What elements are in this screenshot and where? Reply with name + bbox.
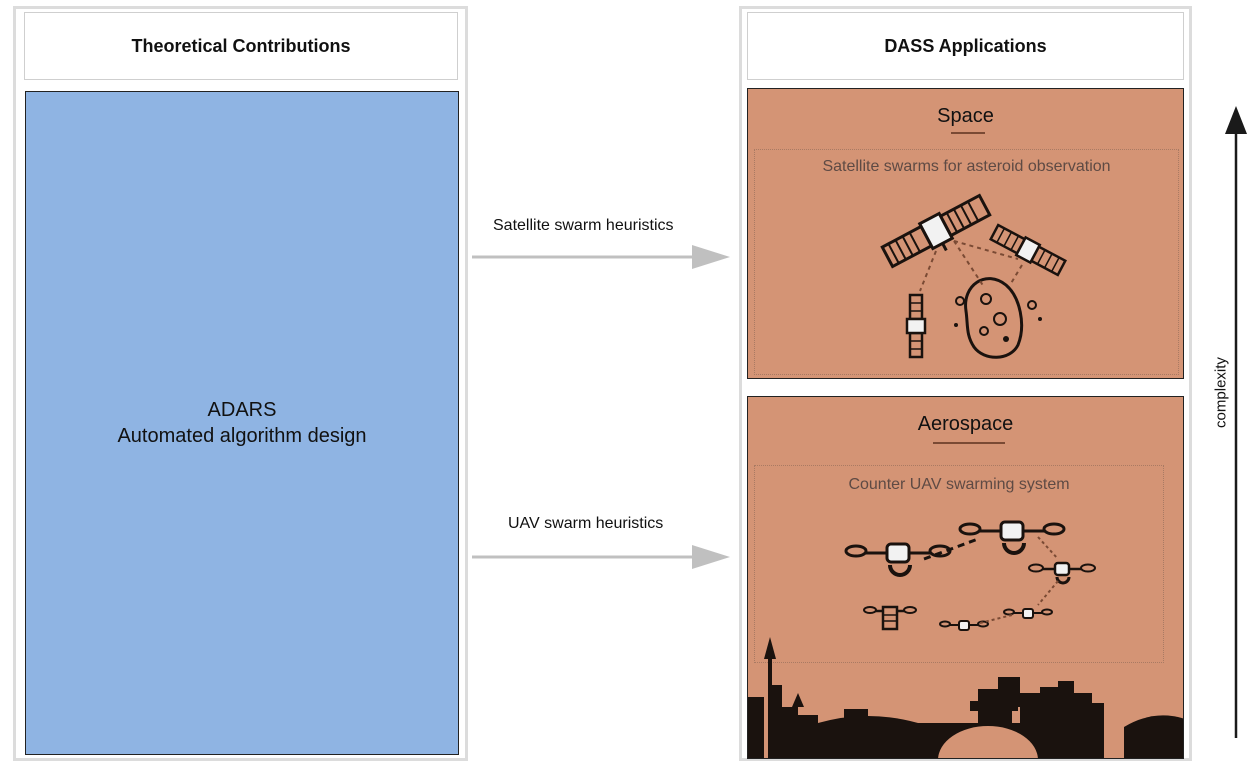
theory-header: Theoretical Contributions [24, 12, 458, 80]
satellite-large-icon [880, 193, 992, 269]
space-panel-title: Space [937, 105, 994, 127]
satellite-heuristics-arrow [472, 245, 730, 269]
left-column-frame [13, 6, 468, 761]
satellite-heuristics-label: Satellite swarm heuristics [493, 217, 674, 234]
aerospace-title-underline [933, 442, 1005, 444]
drone-small-icon-2 [1003, 608, 1053, 619]
complexity-label: complexity [1212, 357, 1230, 428]
drone-large-icon-2 [958, 520, 1066, 555]
right-column-frame [739, 6, 1192, 761]
drone-small-icon-1 [939, 620, 989, 631]
aerospace-panel: Aerospace Counter UAV swarming system [747, 396, 1184, 759]
space-panel: Space Satellite swarms for asteroid obse… [747, 88, 1184, 379]
aerospace-caption: Counter UAV swarming system [848, 476, 1070, 493]
theory-header-label: Theoretical Contributions [131, 35, 351, 56]
space-caption: Satellite swarms for asteroid observatio… [822, 158, 1111, 175]
space-title-underline [951, 132, 985, 134]
satellite-swarm-illustration [880, 193, 1067, 359]
asteroid-icon [954, 277, 1042, 359]
aerospace-panel-title: Aerospace [917, 413, 1014, 435]
adars-title: ADARS [207, 399, 277, 421]
dass-header: DASS Applications [747, 12, 1184, 80]
satellite-small-icon [989, 223, 1067, 277]
aerospace-illustration-frame: Counter UAV swarming system [754, 465, 1164, 663]
uav-heuristics-label: UAV swarm heuristics [508, 515, 664, 532]
complexity-axis-arrow [1225, 106, 1247, 738]
adars-box: ADARS Automated algorithm design [25, 91, 459, 755]
space-illustration-frame: Satellite swarms for asteroid observatio… [754, 149, 1179, 375]
uav-swarm-illustration [748, 520, 1183, 758]
dass-header-label: DASS Applications [884, 35, 1047, 56]
satellite-vertical-icon [905, 293, 927, 359]
city-skyline-silhouette [748, 637, 1183, 758]
uav-heuristics-arrow [472, 545, 730, 569]
drone-large-icon-1 [844, 542, 952, 577]
drone-camera-icon [863, 605, 917, 631]
adars-subtitle: Automated algorithm design [117, 425, 367, 447]
drone-medium-icon [1028, 561, 1096, 585]
